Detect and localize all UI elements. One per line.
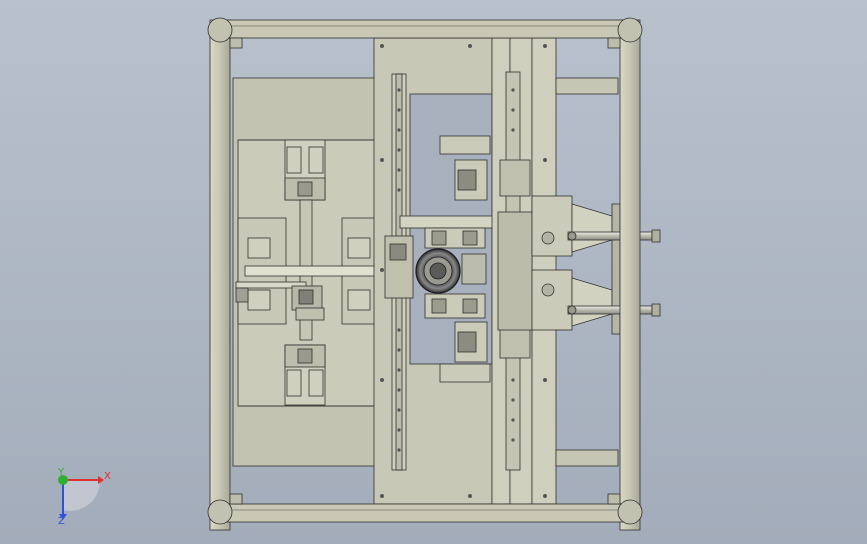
corner-feet [207, 17, 643, 525]
z-axis-arrow [59, 514, 67, 520]
gripper-assembly [384, 135, 496, 383]
x-axis-arrow [98, 476, 104, 484]
coordinate-triad: X Y Z [57, 467, 111, 527]
cylinder-assembly [531, 195, 661, 335]
x-axis-label: X [104, 471, 111, 482]
y-axis-dot [58, 475, 68, 485]
outer-frame [209, 19, 641, 531]
y-axis-label: Y [57, 467, 65, 478]
z-axis-label: Z [58, 516, 65, 527]
bolt-holes [380, 44, 547, 498]
left-slide-mechanism [235, 139, 379, 406]
right-tie-rails [555, 77, 619, 467]
